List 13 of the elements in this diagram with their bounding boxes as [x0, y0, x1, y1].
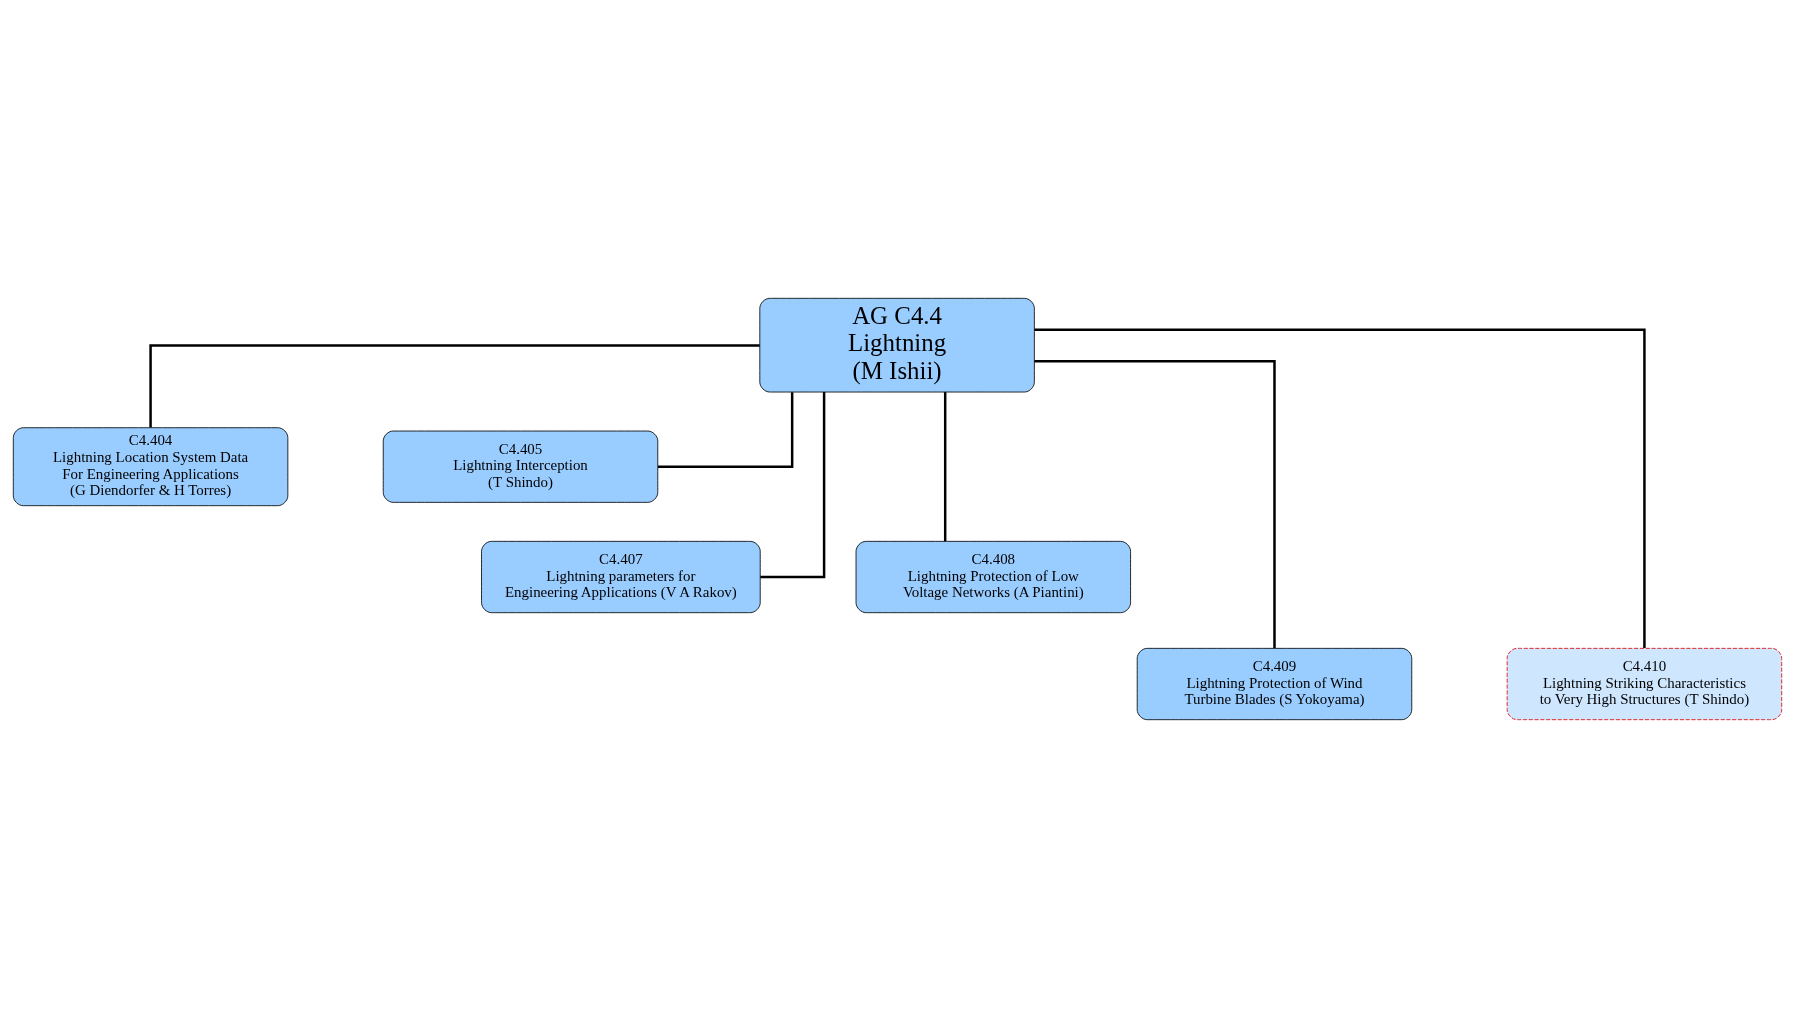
node-box: AG C4.4 Lightning (M Ishii)	[759, 297, 1035, 393]
connector	[149, 344, 760, 428]
connector	[1034, 328, 1646, 649]
node-box: C4.404 Lightning Location System Data For Engineering Applications (G Diendorfer & H Torres)	[12, 427, 289, 507]
node-box: C4.409 Lightning Protection of Wind Turbine Blades (S Yokoyama)	[1136, 647, 1413, 721]
connector	[943, 392, 947, 542]
node-box: C4.410 Lightning Striking Characteristics to Very High Structures (T Shindo)	[1506, 647, 1783, 721]
connector	[657, 392, 794, 468]
connector	[1034, 360, 1276, 649]
node-box: C4.408 Lightning Protection of Low Voltage Networks (A Piantini)	[855, 540, 1131, 614]
node-box: C4.407 Lightning parameters for Engineering Applications (V A Rakov)	[481, 540, 761, 614]
node-box: C4.405 Lightning Interception (T Shindo)	[382, 430, 659, 503]
connector	[760, 392, 826, 579]
